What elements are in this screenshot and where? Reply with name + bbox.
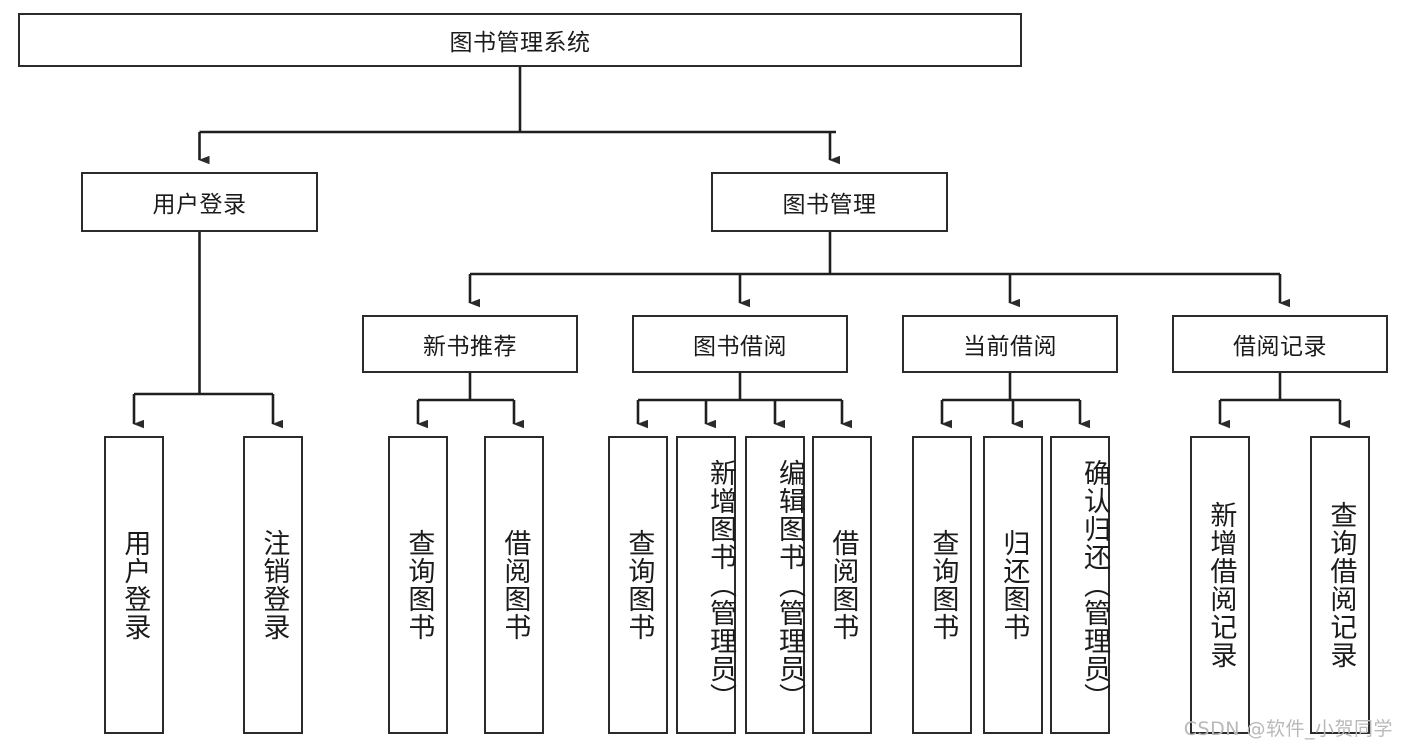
node-leaf-borrow-book-2-label: 借阅图书: [827, 529, 859, 641]
node-leaf-borrow-book-1-label: 借阅图书: [499, 529, 531, 641]
node-leaf-query-book-1[interactable]: 查询图书: [388, 436, 448, 734]
node-current-borrow[interactable]: 当前借阅: [902, 315, 1118, 373]
node-leaf-add-book[interactable]: 新增图书（管理员）: [676, 436, 736, 734]
node-leaf-query-book-2[interactable]: 查询图书: [608, 436, 668, 734]
node-leaf-borrow-book-1[interactable]: 借阅图书: [484, 436, 544, 734]
node-leaf-query-book-1-label: 查询图书: [403, 529, 435, 641]
node-leaf-logout-login[interactable]: 注销登录: [243, 436, 303, 734]
node-borrow-record-label: 借阅记录: [1233, 334, 1327, 360]
node-root[interactable]: 图书管理系统: [18, 13, 1022, 67]
node-book-manage-label: 图书管理: [782, 192, 877, 218]
node-leaf-edit-book-label: 编辑图书（管理员）: [774, 459, 805, 711]
node-leaf-query-record-label: 查询借阅记录: [1325, 501, 1357, 669]
node-book-manage[interactable]: 图书管理: [711, 172, 948, 232]
node-leaf-query-record[interactable]: 查询借阅记录: [1310, 436, 1370, 734]
node-leaf-confirm-return[interactable]: 确认归还（管理员）: [1050, 436, 1110, 734]
node-leaf-add-record[interactable]: 新增借阅记录: [1190, 436, 1250, 734]
node-leaf-query-book-3-label: 查询图书: [927, 529, 959, 641]
node-current-borrow-label: 当前借阅: [963, 334, 1057, 360]
node-leaf-user-login[interactable]: 用户登录: [104, 436, 164, 734]
node-leaf-add-record-label: 新增借阅记录: [1205, 501, 1237, 669]
node-user-login[interactable]: 用户登录: [81, 172, 318, 232]
node-leaf-borrow-book-2[interactable]: 借阅图书: [812, 436, 872, 734]
node-leaf-query-book-3[interactable]: 查询图书: [912, 436, 972, 734]
node-leaf-logout-login-label: 注销登录: [258, 529, 290, 641]
node-leaf-return-book[interactable]: 归还图书: [983, 436, 1043, 734]
node-root-label: 图书管理系统: [449, 30, 591, 56]
node-user-login-label: 用户登录: [152, 192, 247, 218]
node-new-book-recommend[interactable]: 新书推荐: [362, 315, 578, 373]
node-borrow-record[interactable]: 借阅记录: [1172, 315, 1388, 373]
node-book-borrow-label: 图书借阅: [693, 334, 787, 360]
node-leaf-return-book-label: 归还图书: [998, 529, 1030, 641]
node-leaf-confirm-return-label: 确认归还（管理员）: [1079, 459, 1110, 711]
node-leaf-query-book-2-label: 查询图书: [623, 529, 655, 641]
node-leaf-edit-book[interactable]: 编辑图书（管理员）: [745, 436, 805, 734]
node-leaf-user-login-label: 用户登录: [119, 529, 151, 641]
csdn-watermark: CSDN @软件_小贺同学: [1183, 718, 1393, 740]
node-new-book-recommend-label: 新书推荐: [423, 334, 517, 360]
node-book-borrow[interactable]: 图书借阅: [632, 315, 848, 373]
node-leaf-add-book-label: 新增图书（管理员）: [705, 459, 736, 711]
